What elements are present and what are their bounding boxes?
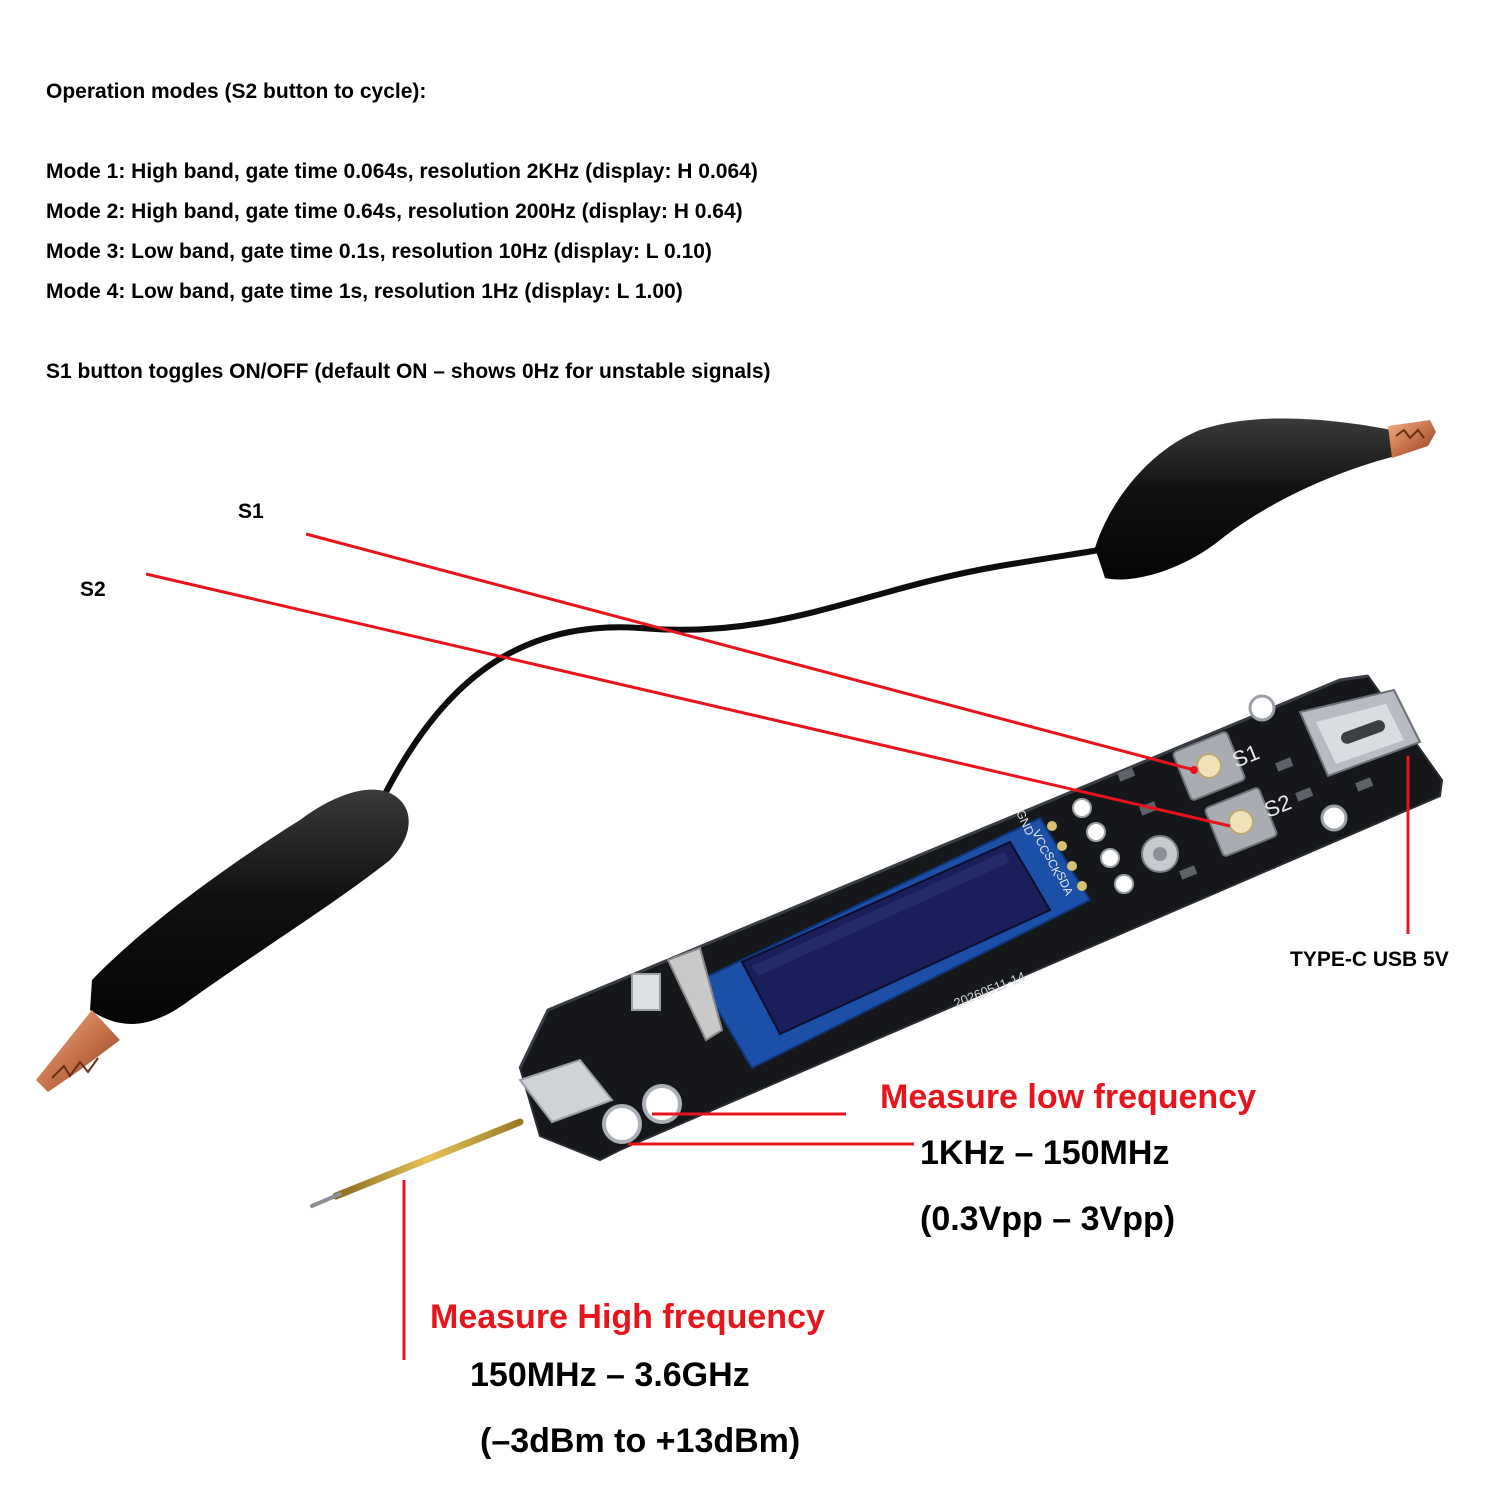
mode-2-text: Mode 2: High band, gate time 0.64s, reso…	[46, 200, 743, 223]
callout-lines	[145, 532, 1410, 1360]
s2-button	[1204, 787, 1278, 857]
mounting-hole	[1248, 694, 1276, 722]
low-frequency-title: Measure low frequency	[880, 1078, 1257, 1116]
mode-1-text: Mode 1: High band, gate time 0.064s, res…	[46, 160, 758, 183]
mode-3-text: Mode 3: Low band, gate time 0.1s, resolu…	[46, 240, 712, 263]
oled-module: GND VCC SCK SDA	[698, 808, 1092, 1070]
modes-header: Operation modes (S2 button to cycle):	[46, 80, 427, 103]
input-pads	[518, 973, 682, 1144]
smd-components	[1117, 757, 1374, 880]
s1-callout-label: S1	[238, 500, 264, 523]
needle-probe	[310, 1118, 524, 1208]
pcb-board: S1 S2	[518, 674, 1444, 1162]
potentiometer	[1141, 835, 1179, 873]
high-frequency-level: (–3dBm to +13dBm)	[480, 1422, 801, 1460]
s1-button	[1172, 731, 1246, 801]
low-frequency-range: 1KHz – 150MHz	[920, 1134, 1170, 1172]
usb-c-connector	[1298, 688, 1422, 778]
low-frequency-pad	[602, 1104, 642, 1144]
header-pads	[1072, 798, 1134, 894]
alligator-clip-right	[1095, 418, 1436, 580]
s1-toggle-note: S1 button toggles ON/OFF (default ON – s…	[46, 360, 771, 383]
high-frequency-title: Measure High frequency	[430, 1298, 825, 1336]
low-frequency-ground-pad	[642, 1084, 682, 1124]
high-frequency-range: 150MHz – 3.6GHz	[470, 1356, 750, 1394]
mounting-hole	[1320, 804, 1348, 832]
low-frequency-level: (0.3Vpp – 3Vpp)	[920, 1200, 1176, 1238]
mode-4-text: Mode 4: Low band, gate time 1s, resoluti…	[46, 280, 683, 303]
usb-callout-label: TYPE-C USB 5V	[1290, 948, 1449, 971]
s2-callout-line	[145, 572, 1231, 828]
s1-callout-line	[305, 532, 1195, 772]
s2-callout-label: S2	[80, 578, 106, 601]
flex-cable	[666, 946, 724, 1042]
alligator-clip-left	[36, 789, 409, 1092]
probe-wire	[375, 545, 1113, 811]
oled-screen	[740, 840, 1052, 1036]
